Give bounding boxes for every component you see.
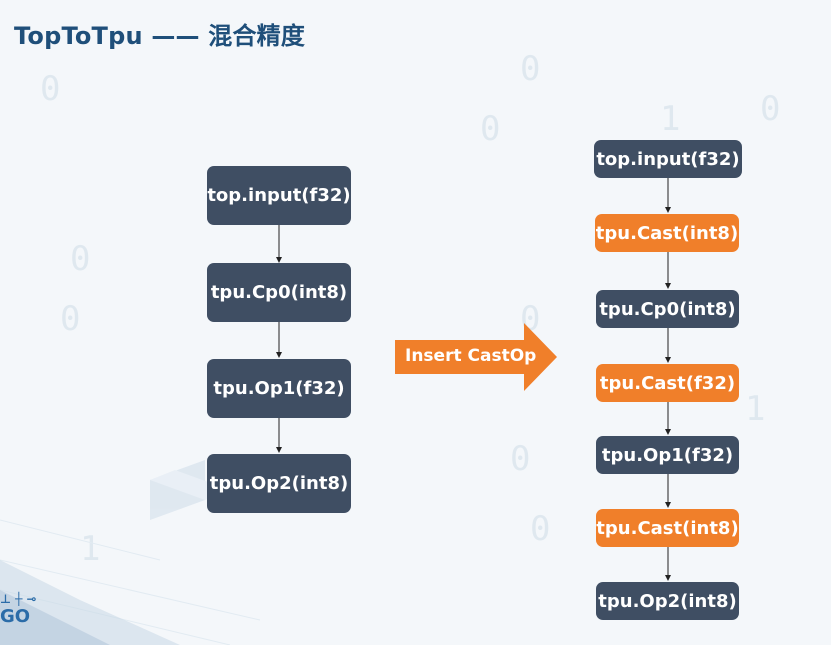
right-node-op1: tpu.Op1(f32) — [596, 436, 739, 474]
logo-text: GO — [0, 606, 31, 627]
right-node-cast-int8-2: tpu.Cast(int8) — [596, 509, 739, 547]
right-node-cast-int8-1: tpu.Cast(int8) — [595, 214, 739, 252]
insert-castop-arrow — [395, 323, 557, 391]
left-node-op2: tpu.Op2(int8) — [207, 454, 351, 513]
left-node-op1: tpu.Op1(f32) — [207, 359, 351, 418]
right-node-op2: tpu.Op2(int8) — [596, 582, 739, 620]
left-node-top-input: top.input(f32) — [207, 166, 351, 225]
right-node-cast-f32: tpu.Cast(f32) — [596, 364, 739, 402]
insert-castop-label: Insert CastOp — [405, 346, 537, 366]
logo-icon: ⊥ ┼ ⊸ — [0, 592, 37, 606]
right-node-cp0: tpu.Cp0(int8) — [596, 290, 739, 328]
page-title: TopToTpu —— 混合精度 — [14, 22, 306, 50]
brand-logo: ⊥ ┼ ⊸ GO — [0, 592, 37, 627]
right-node-top-input: top.input(f32) — [594, 140, 742, 178]
left-node-cp0: tpu.Cp0(int8) — [207, 263, 351, 322]
